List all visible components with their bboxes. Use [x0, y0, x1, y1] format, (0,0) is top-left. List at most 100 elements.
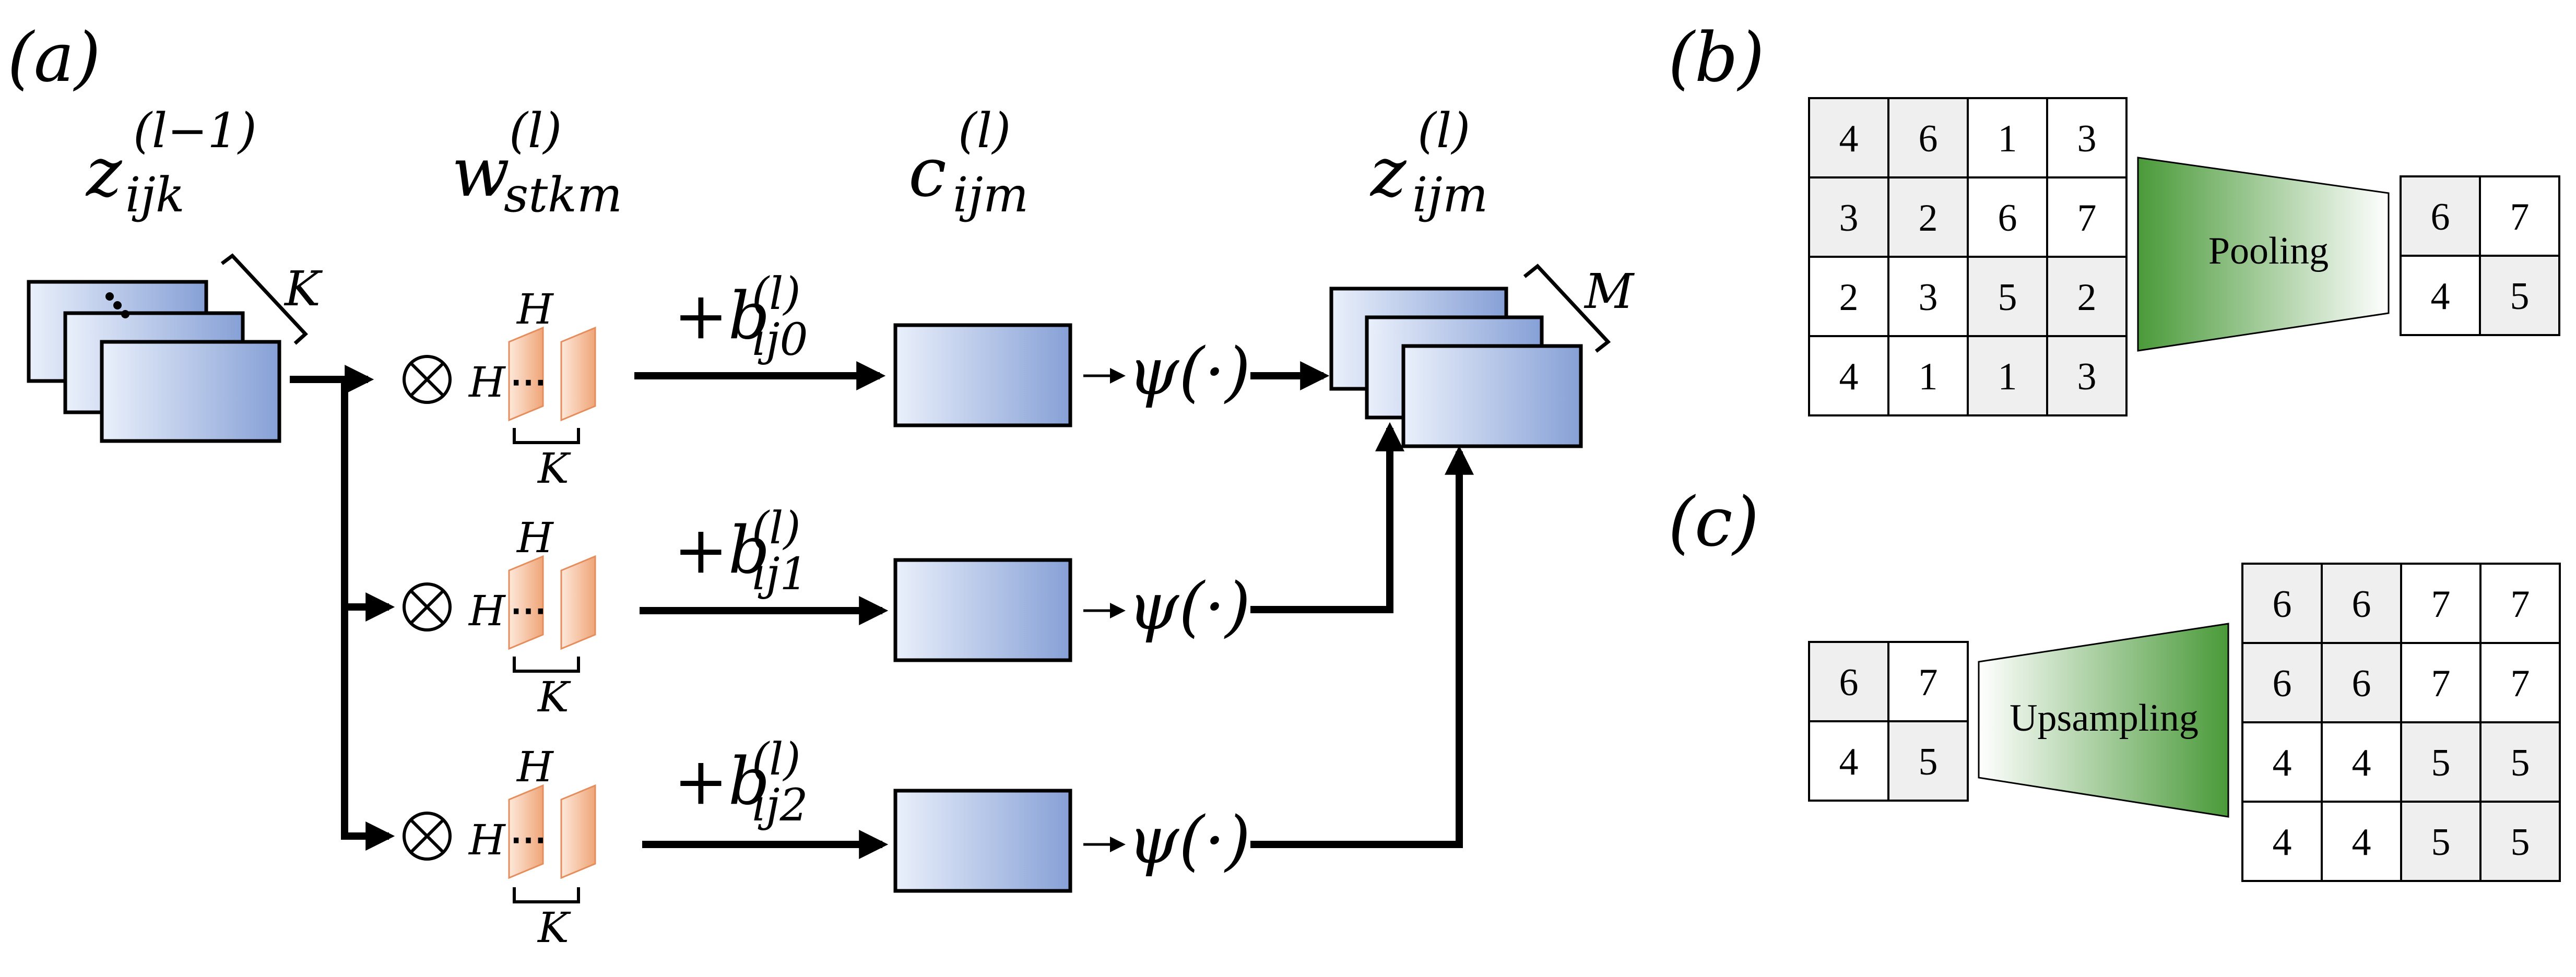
- grid-cell-value: 4: [1839, 355, 1859, 398]
- grid-cell-value: 4: [2352, 821, 2371, 864]
- grid-cell: [2046, 256, 2128, 337]
- pooling-label: Pooling: [2208, 230, 2329, 272]
- svg-text:ijm: ijm: [1412, 167, 1488, 223]
- svg-text:(l): (l): [958, 103, 1011, 159]
- pooling-output-grid: 6 7 4 5: [2400, 175, 2560, 336]
- svg-text:(l−1): (l−1): [133, 103, 257, 159]
- channel-bracket: [1523, 264, 1611, 353]
- grid-cell-value: 4: [2431, 275, 2450, 318]
- grid-cell-value: 6: [1839, 661, 1859, 704]
- svg-text:z: z: [85, 133, 123, 212]
- grid-cell: [2400, 563, 2482, 644]
- grid-cell-value: 6: [2273, 583, 2292, 626]
- svg-text:ijk: ijk: [125, 167, 185, 223]
- svg-text:stkm: stkm: [504, 167, 622, 223]
- output-channels-label: M: [1584, 264, 1635, 319]
- svg-text:(l): (l): [752, 734, 801, 785]
- grid-cell: [2479, 801, 2561, 882]
- input-channels-label: K: [283, 261, 323, 317]
- panel-label-b: (b): [1668, 18, 1765, 97]
- upsampling-funnel: [1978, 623, 2229, 818]
- grid-cell-value: 2: [1839, 276, 1859, 319]
- heading-z: z (l) ijm: [1369, 103, 1488, 223]
- grid-cell-value: 5: [1998, 276, 2017, 319]
- to-output-arrow: [1250, 422, 1404, 613]
- grid-cell-value: 3: [1839, 197, 1859, 240]
- kernel-stack: ⋯ H H K: [468, 514, 596, 721]
- svg-text:H: H: [468, 587, 506, 635]
- branch-1: ⋯ H H K +b (l) ij1 ψ(·): [403, 422, 1404, 721]
- heading-z-prev: z (l−1) ijk: [85, 103, 257, 223]
- svg-text:c: c: [908, 133, 947, 212]
- grid-cell: [2400, 255, 2481, 336]
- bias-label: +b (l) ij0: [673, 268, 808, 366]
- svg-text:+b: +b: [673, 744, 770, 819]
- panel-label-c: (c): [1668, 482, 1759, 562]
- grid-cell-value: 5: [2431, 821, 2451, 864]
- upsampling-label: Upsampling: [2010, 697, 2199, 740]
- branch-0: ⋯ H H K +b (l) ij0 ψ(·): [403, 268, 1330, 493]
- svg-text:z: z: [1369, 133, 1407, 212]
- grid-cell-value: 1: [1998, 117, 2017, 160]
- grid-cell-value: 3: [2077, 355, 2097, 398]
- pooling-funnel: [2137, 157, 2390, 352]
- grid-cell-value: 7: [2511, 583, 2530, 626]
- grid-cell: [1887, 176, 1969, 258]
- grid-cell: [2046, 97, 2128, 178]
- activation-label: ψ(·): [1128, 334, 1250, 410]
- grid-cell-value: 7: [2431, 662, 2451, 705]
- grid-cell: [1887, 720, 1969, 802]
- svg-text:K: K: [537, 444, 571, 493]
- output-feature-stack: M: [1329, 264, 1635, 448]
- conv-operator-icon: [403, 355, 452, 404]
- svg-text:w: w: [452, 133, 510, 212]
- grid-cell-value: 7: [1919, 661, 1938, 704]
- svg-text:ij0: ij0: [752, 314, 808, 366]
- grid-cell: [2046, 176, 2128, 258]
- conv-operator-icon: [403, 812, 452, 861]
- grid-cell: [2479, 175, 2560, 257]
- grid-cell: [2321, 642, 2402, 723]
- grid-cell-value: 1: [1919, 355, 1938, 398]
- svg-text:H: H: [468, 816, 506, 864]
- grid-cell-value: 7: [2511, 662, 2530, 705]
- grid-cell: [1967, 256, 2048, 337]
- svg-text:H: H: [516, 285, 554, 333]
- branch-2: ⋯ H H K +b (l) ij2 ψ(·): [403, 445, 1474, 952]
- grid-cell: [2479, 563, 2561, 644]
- grid-cell: [1887, 641, 1969, 722]
- grid-cell-value: 4: [2273, 821, 2292, 864]
- heading-c: c (l) ijm: [908, 103, 1029, 223]
- svg-text:+b: +b: [673, 278, 770, 354]
- svg-text:+b: +b: [673, 513, 770, 588]
- grid-cell-value: 6: [1919, 117, 1938, 160]
- grid-cell: [2479, 255, 2560, 336]
- grid-cell: [1887, 335, 1969, 416]
- svg-text:(l): (l): [752, 503, 801, 554]
- svg-text:H: H: [516, 743, 554, 791]
- grid-cell-value: 5: [2510, 275, 2530, 318]
- svg-text:(l): (l): [1417, 103, 1470, 159]
- grid-cell-value: 6: [2352, 662, 2371, 705]
- svg-text:ij1: ij1: [752, 549, 808, 600]
- svg-text:ijm: ijm: [953, 167, 1029, 223]
- grid-cell-value: 6: [2431, 196, 2450, 239]
- bias-label: +b (l) ij2: [673, 734, 808, 831]
- grid-cell-value: 5: [2511, 742, 2530, 784]
- svg-text:(l): (l): [509, 103, 562, 159]
- grid-cell-value: 4: [2273, 742, 2292, 784]
- grid-cell-value: 3: [1919, 276, 1938, 319]
- svg-text:K: K: [537, 673, 571, 721]
- heading-w: w (l) stkm: [452, 103, 622, 223]
- grid-cell-value: 5: [2511, 821, 2530, 864]
- grid-cell: [1887, 97, 1969, 178]
- grid-cell-value: 7: [2510, 196, 2530, 239]
- grid-cell: [2241, 801, 2323, 882]
- grid-cell-value: 6: [1998, 197, 2017, 240]
- branch-trunk: [290, 365, 395, 851]
- svg-text:H: H: [516, 514, 554, 562]
